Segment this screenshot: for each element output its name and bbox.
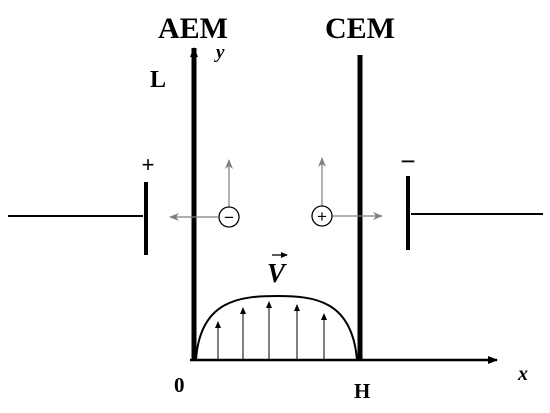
- anion-circle: [218, 206, 240, 228]
- cation-sign: +: [317, 207, 327, 226]
- width-label: H: [354, 379, 370, 403]
- anion-sign: −: [224, 208, 234, 227]
- velocity-profile-curve: [195, 294, 358, 361]
- left-electrode-sign: +: [142, 152, 155, 177]
- right-electrode-sign: −: [400, 146, 415, 176]
- aem-label: AEM: [158, 12, 228, 45]
- cem-label: CEM: [325, 12, 395, 45]
- velocity-label: V: [267, 258, 287, 288]
- y-axis-label: y: [214, 42, 225, 63]
- cation-circle: [311, 205, 333, 227]
- length-label: L: [150, 67, 166, 93]
- x-axis-label: x: [517, 363, 528, 385]
- origin-label: 0: [174, 373, 185, 397]
